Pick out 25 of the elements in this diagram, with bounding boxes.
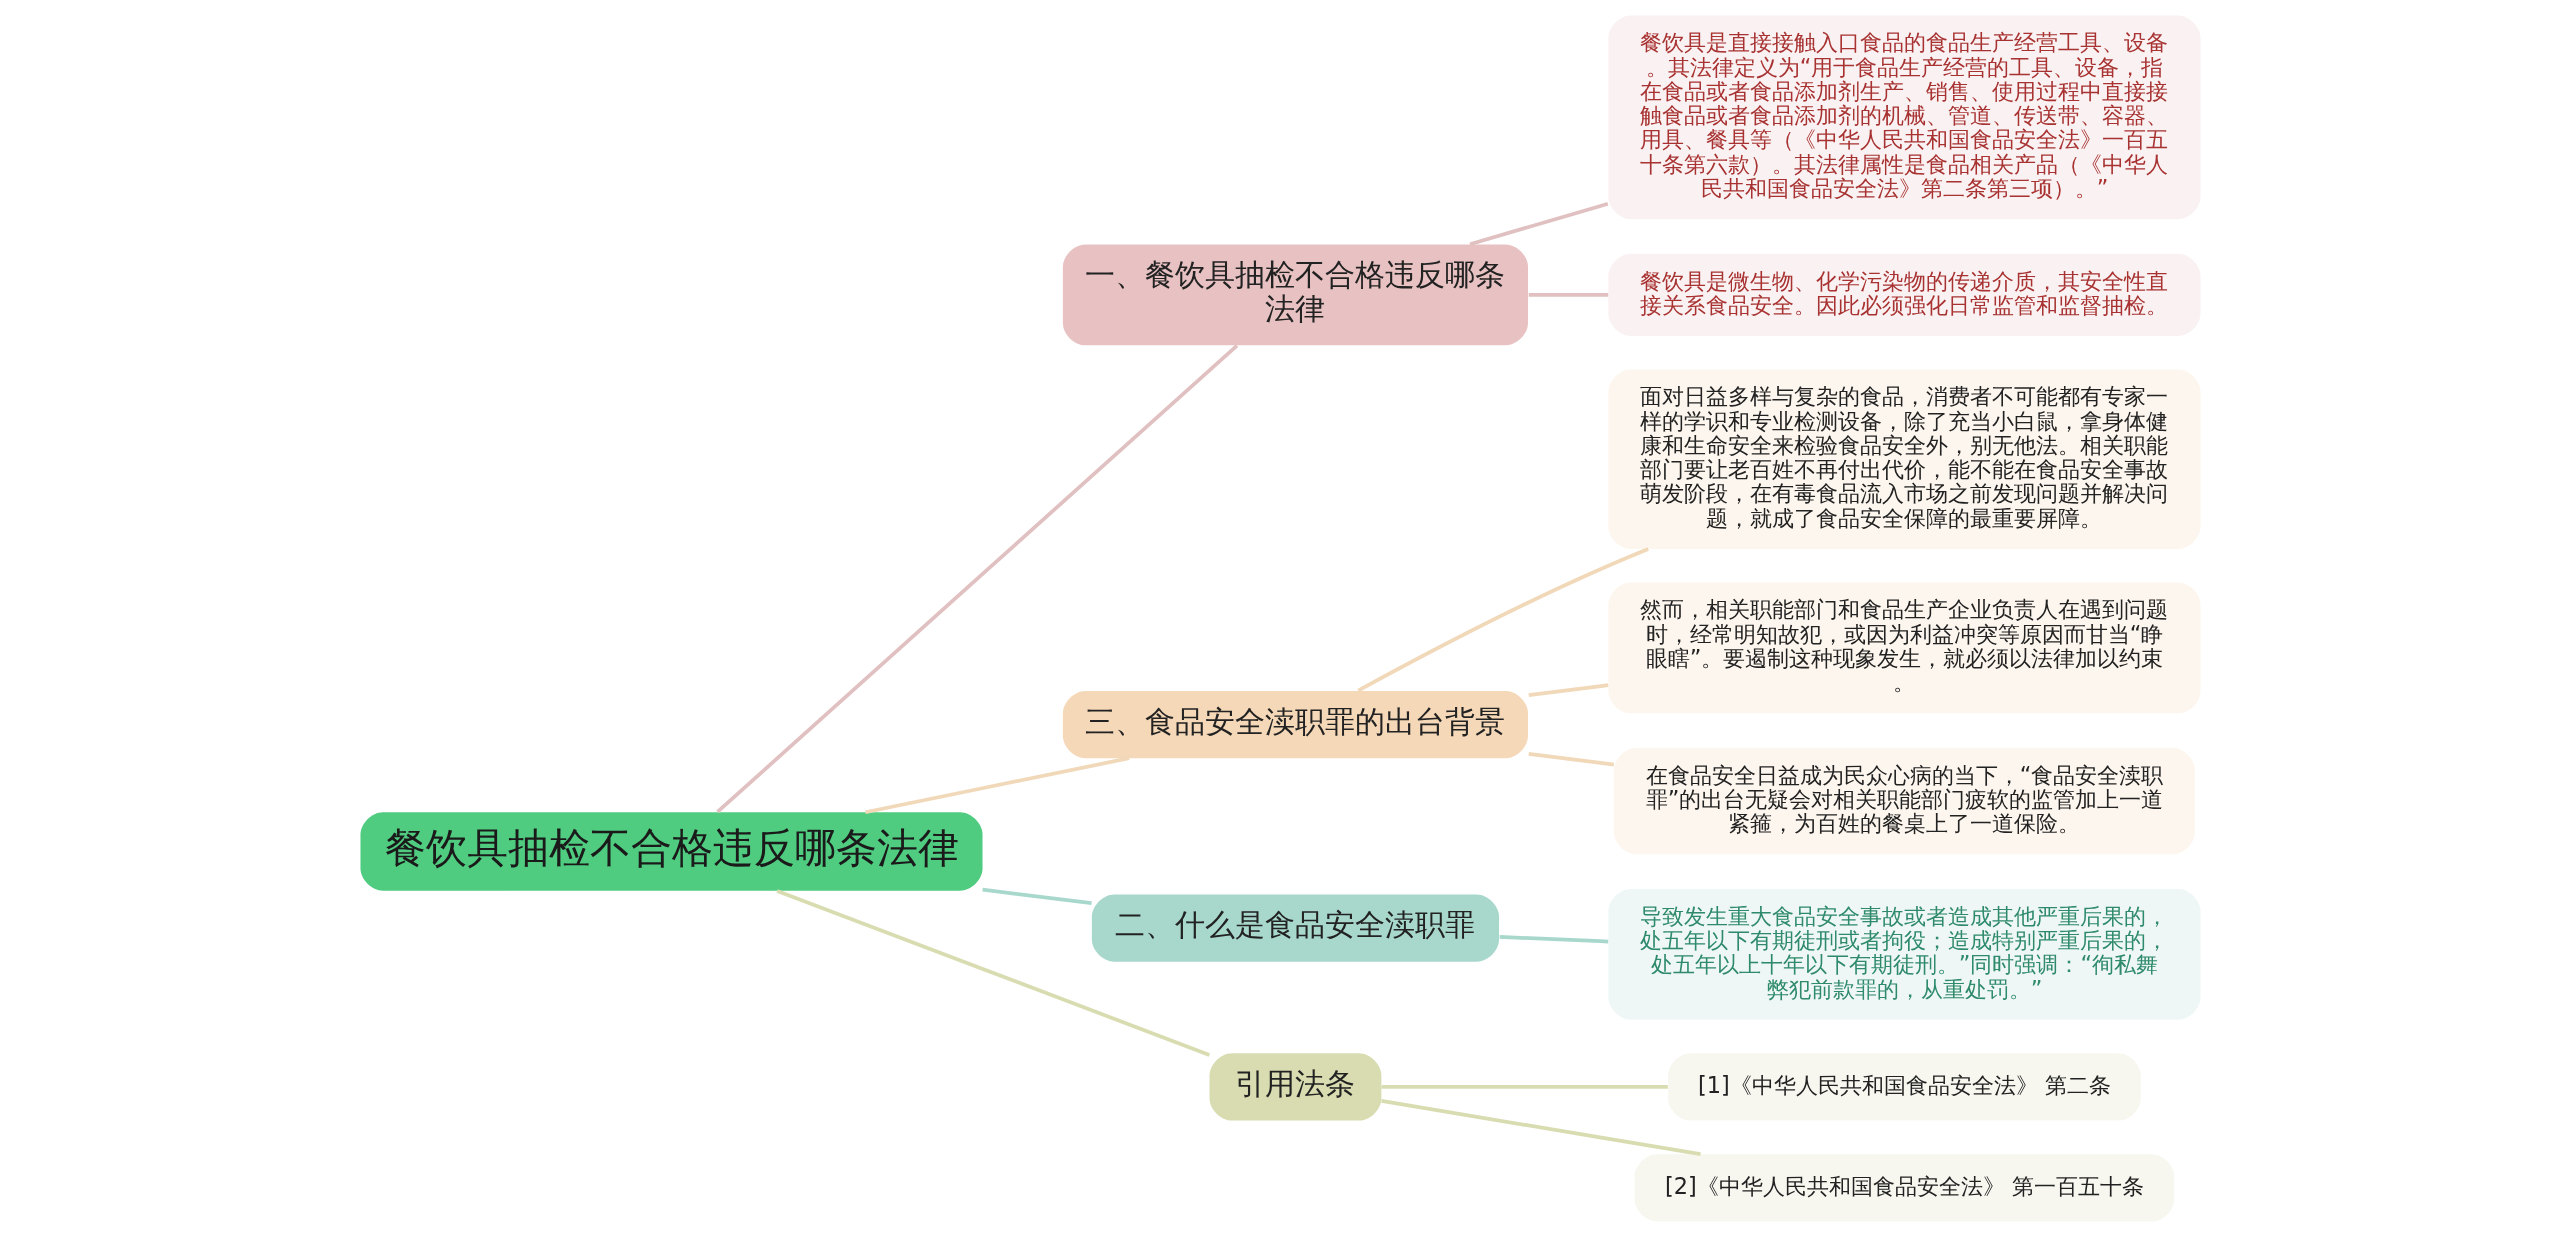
connector: [1528, 683, 1608, 698]
node-box: [1]《中华人民共和国食品安全法》 第二条: [1667, 1053, 2141, 1121]
node-box: 然而，相关职能部门和食品生产企业负责人在遇到问题时，经常明知故犯，或因为利益冲突等原因而甘当“睁眼瞎”。要遏制这种现象发生，就必须以法律加以约束。: [1607, 582, 2201, 714]
connector: [1380, 1099, 1701, 1156]
node-box: 餐饮具是直接接触入口食品的食品生产经营工具、设备。其法律定义为“用于食品生产经营的工具、设备，指在食品或者食品添加剂生产、销售、使用过程中直接接触食品或者食品添加剂的机械、管道、传送带、容器、用具、餐具等（《中华人民共和国食品安全法》一百五十条第六款）。其法律属性是食品相关产品（《中华人民共和国食品安全法》第二条第三项）。”: [1607, 15, 2201, 220]
connector: [981, 887, 1092, 906]
connector: [1499, 935, 1608, 944]
node-box: 一、餐饮具抽检不合格违反哪条法律: [1062, 244, 1528, 346]
connector: [864, 756, 1130, 815]
connector: [776, 889, 1210, 1057]
node-box: 引用法条: [1209, 1053, 1381, 1121]
connector: [1528, 293, 1608, 297]
connector: [1468, 202, 1608, 247]
connector: [1356, 547, 1649, 693]
node-box: 面对日益多样与复杂的食品，消费者不可能都有专家一样的学识和专业检测设备，除了充当小白鼠，拿身体健康和生命安全来检验食品安全外，别无他法。相关职能部门要让老百姓不再付出代价，能不能在食品安全事故萌发阶段，在有毒食品流入市场之前发现问题并解决问题，就成了食品安全保障的最重要屏障。: [1607, 369, 2201, 549]
connector: [1528, 751, 1614, 767]
node-box: 餐饮具是微生物、化学污染物的传递介质，其安全性直接关系食品安全。因此必须强化日常监管和监督抽检。: [1607, 253, 2201, 336]
node-box: [2]《中华人民共和国食品安全法》 第一百五十条: [1634, 1154, 2174, 1222]
node-box: 三、食品安全渎职罪的出台背景: [1062, 690, 1528, 759]
connector: [715, 344, 1238, 814]
node-box: 导致发生重大食品安全事故或者造成其他严重后果的，处五年以下有期徒刑或者拘役；造成特别严重后果的，处五年以上十年以下有期徒刑。”同时强调：“徇私舞弊犯前款罪的，从重处罚。”: [1607, 888, 2201, 1020]
connector: [1380, 1085, 1668, 1089]
node-box: 二、什么是食品安全渎职罪: [1091, 894, 1499, 962]
node-box: 在食品安全日益成为民众心病的当下，“食品安全渎职罪”的出台无疑会对相关职能部门疲软的监管加上一道紧箍，为百姓的餐桌上了一道保险。: [1613, 747, 2195, 855]
node-box: 餐饮具抽检不合格违反哪条法律: [359, 812, 983, 891]
